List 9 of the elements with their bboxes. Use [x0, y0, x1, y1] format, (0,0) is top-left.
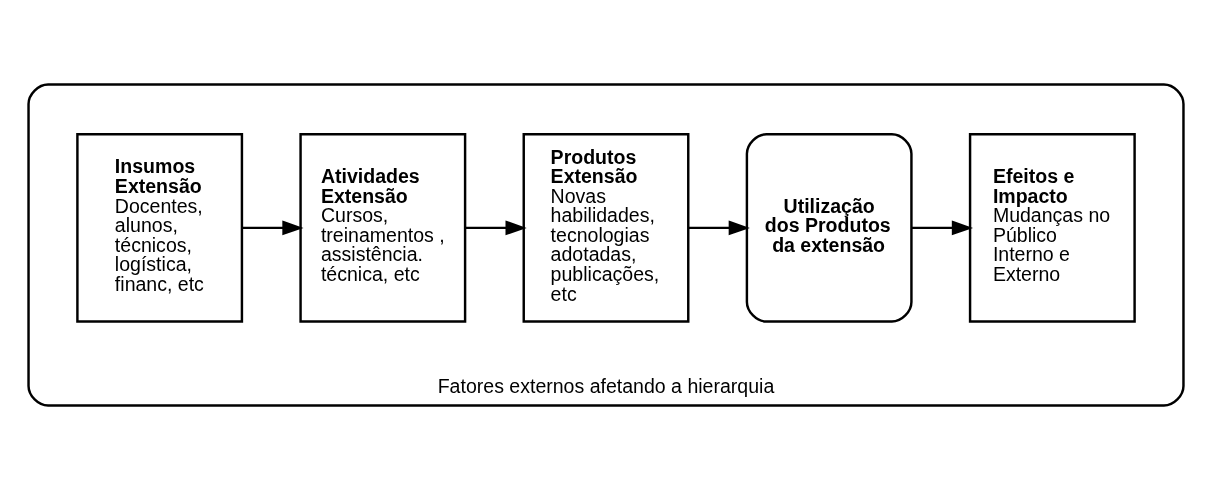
node-box: Insumos Extensão Docentes, alunos, técnicos, logística, financ, etc: [76, 133, 244, 323]
node-box: Produtos Extensão Novas habilidades, tecnologias adotadas, publicações, etc: [522, 133, 690, 323]
node-box: Atividades Extensão Cursos, treinamentos , assistência. técnica, etc: [299, 133, 467, 323]
node-box: Efeitos e Impacto Mudanças no Público Interno e Externo: [968, 133, 1136, 323]
node-box: Utilização dos Produtos da extensão: [745, 133, 913, 323]
arrow: [911, 220, 974, 236]
arrow: [465, 220, 527, 236]
arrow: [688, 220, 750, 236]
arrow: [241, 220, 304, 236]
